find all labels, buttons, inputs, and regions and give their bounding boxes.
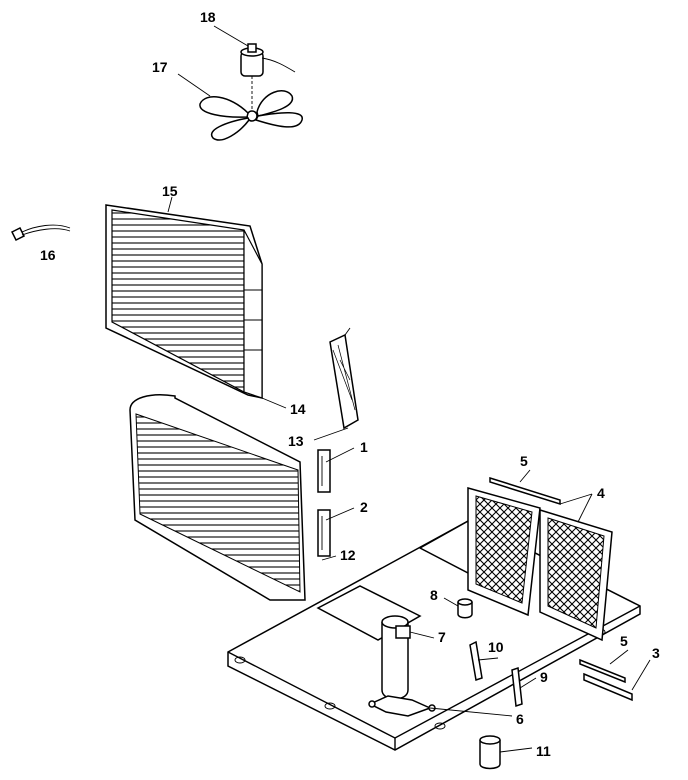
callout-5-lower: 5: [620, 633, 628, 649]
callout-13: 13: [288, 433, 304, 449]
sensor-lead: [10, 224, 71, 242]
coil-brace: [329, 327, 359, 430]
callout-7: 7: [438, 629, 446, 645]
callout-15: 15: [162, 183, 178, 199]
compressor: [368, 615, 436, 717]
callout-17: 17: [152, 59, 168, 75]
callout-18: 18: [200, 9, 216, 25]
callout-8: 8: [430, 587, 438, 603]
callout-2: 2: [360, 499, 368, 515]
callout-5-upper: 5: [520, 453, 528, 469]
wraparound-coil: [129, 394, 306, 601]
callout-11: 11: [536, 743, 551, 759]
callout-labels: 18 17 15 16 14 13 1 2 12 5 4 8 7 10 9 6 …: [40, 9, 660, 759]
filter-rails: [489, 476, 633, 702]
callout-14: 14: [290, 401, 306, 417]
air-filter-right: [539, 508, 613, 642]
callout-9: 9: [540, 669, 548, 685]
callout-16: 16: [40, 247, 56, 263]
callout-10: 10: [488, 639, 504, 655]
callout-6: 6: [516, 711, 524, 727]
callout-12: 12: [340, 547, 356, 563]
brackets: [317, 449, 331, 557]
callout-3: 3: [652, 645, 660, 661]
callout-4: 4: [597, 485, 605, 501]
leader-lines: [167, 25, 651, 753]
condenser-coil: [105, 204, 263, 399]
fan-motor: [240, 43, 296, 112]
small-parts: [457, 598, 523, 770]
callout-1: 1: [360, 439, 368, 455]
air-filter-left: [467, 487, 541, 617]
fan-blade: [199, 90, 303, 141]
